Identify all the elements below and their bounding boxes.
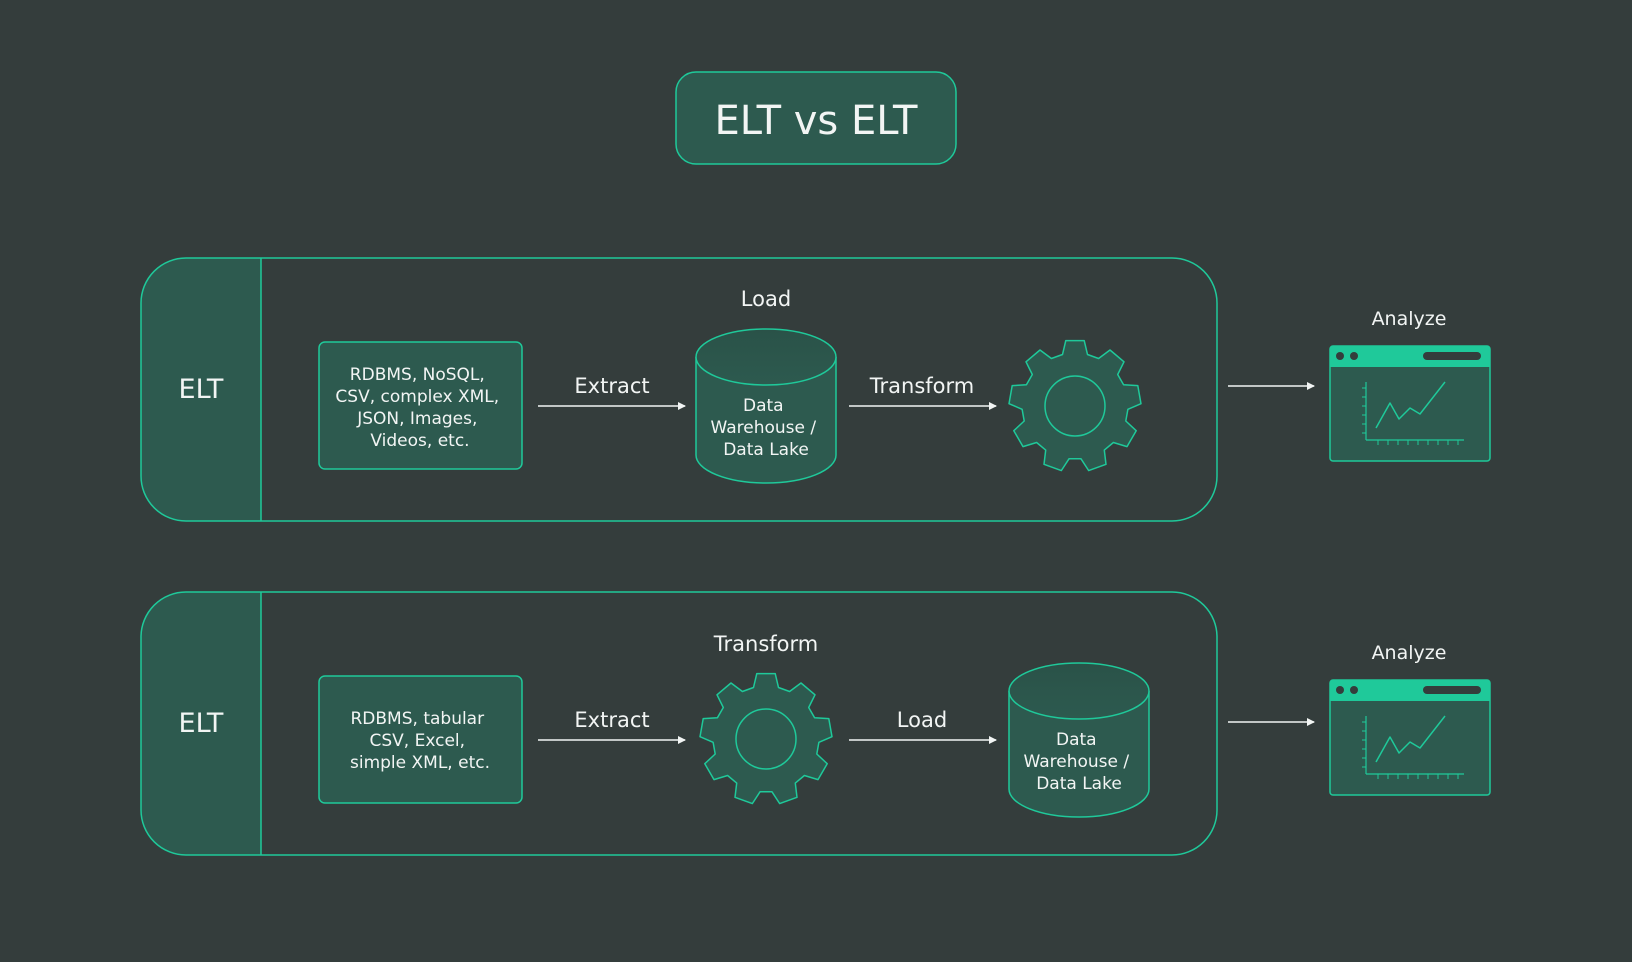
window-dot [1350, 352, 1358, 360]
row-1-label: ELT [179, 374, 224, 405]
row-2-source-box [318, 675, 523, 804]
row-2-source-text: RDBMS, tabular CSV, Excel, simple XML, e… [350, 709, 490, 773]
dashboard-titlebar [1330, 680, 1490, 701]
window-dot [1350, 686, 1358, 694]
row-2-label-panel [141, 592, 261, 855]
row-1-frame [140, 257, 1218, 522]
row-1-source-text: RDBMS, NoSQL, CSV, complex XML, JSON, Im… [335, 365, 504, 451]
dashboard-chart-icon [1329, 679, 1491, 796]
title-box: ELT vs ELT [675, 71, 957, 165]
gear-hole [735, 708, 797, 770]
dashboard-chart-icon [1329, 345, 1491, 462]
row-2-database-text: Data Warehouse / Data Lake [1023, 730, 1134, 794]
row-1-database-text: Data Warehouse / Data Lake [710, 396, 821, 460]
row-1-middle-caption: Load [741, 287, 791, 311]
row-1-source-box [318, 341, 523, 470]
row-2-analyze-label: Analyze [1372, 642, 1447, 664]
gear-icon [699, 672, 833, 805]
dashboard-titlebar [1330, 346, 1490, 367]
window-dot [1336, 686, 1344, 694]
row-2-analyze: Analyze [1228, 642, 1491, 796]
dashboard-address-bar [1423, 352, 1481, 360]
row-1-transform-label: Transform [869, 374, 974, 398]
database-icon [1008, 662, 1150, 818]
gear-hole [1044, 375, 1106, 437]
chart-line [1375, 715, 1446, 763]
row-1-extract-label: Extract [574, 374, 649, 398]
window-dot [1336, 352, 1344, 360]
row-2-extract-label: Extract [574, 708, 649, 732]
row-1-analyze-label: Analyze [1372, 308, 1447, 330]
row-2-frame [140, 591, 1218, 856]
row-2-load-label: Load [897, 708, 947, 732]
dashboard-address-bar [1423, 686, 1481, 694]
database-icon [695, 328, 837, 484]
chart-line [1375, 381, 1446, 429]
row-2: ELT RDBMS, tabular CSV, Excel, simple XM… [140, 591, 1218, 856]
row-1-analyze: Analyze [1228, 308, 1491, 462]
row-1: ELT RDBMS, NoSQL, CSV, complex XML, JSON… [140, 257, 1218, 522]
diagram-title: ELT vs ELT [715, 98, 918, 144]
row-2-middle-caption: Transform [713, 632, 818, 656]
gear-icon [1008, 339, 1142, 472]
row-1-label-panel [141, 258, 261, 521]
row-2-label: ELT [179, 708, 224, 739]
